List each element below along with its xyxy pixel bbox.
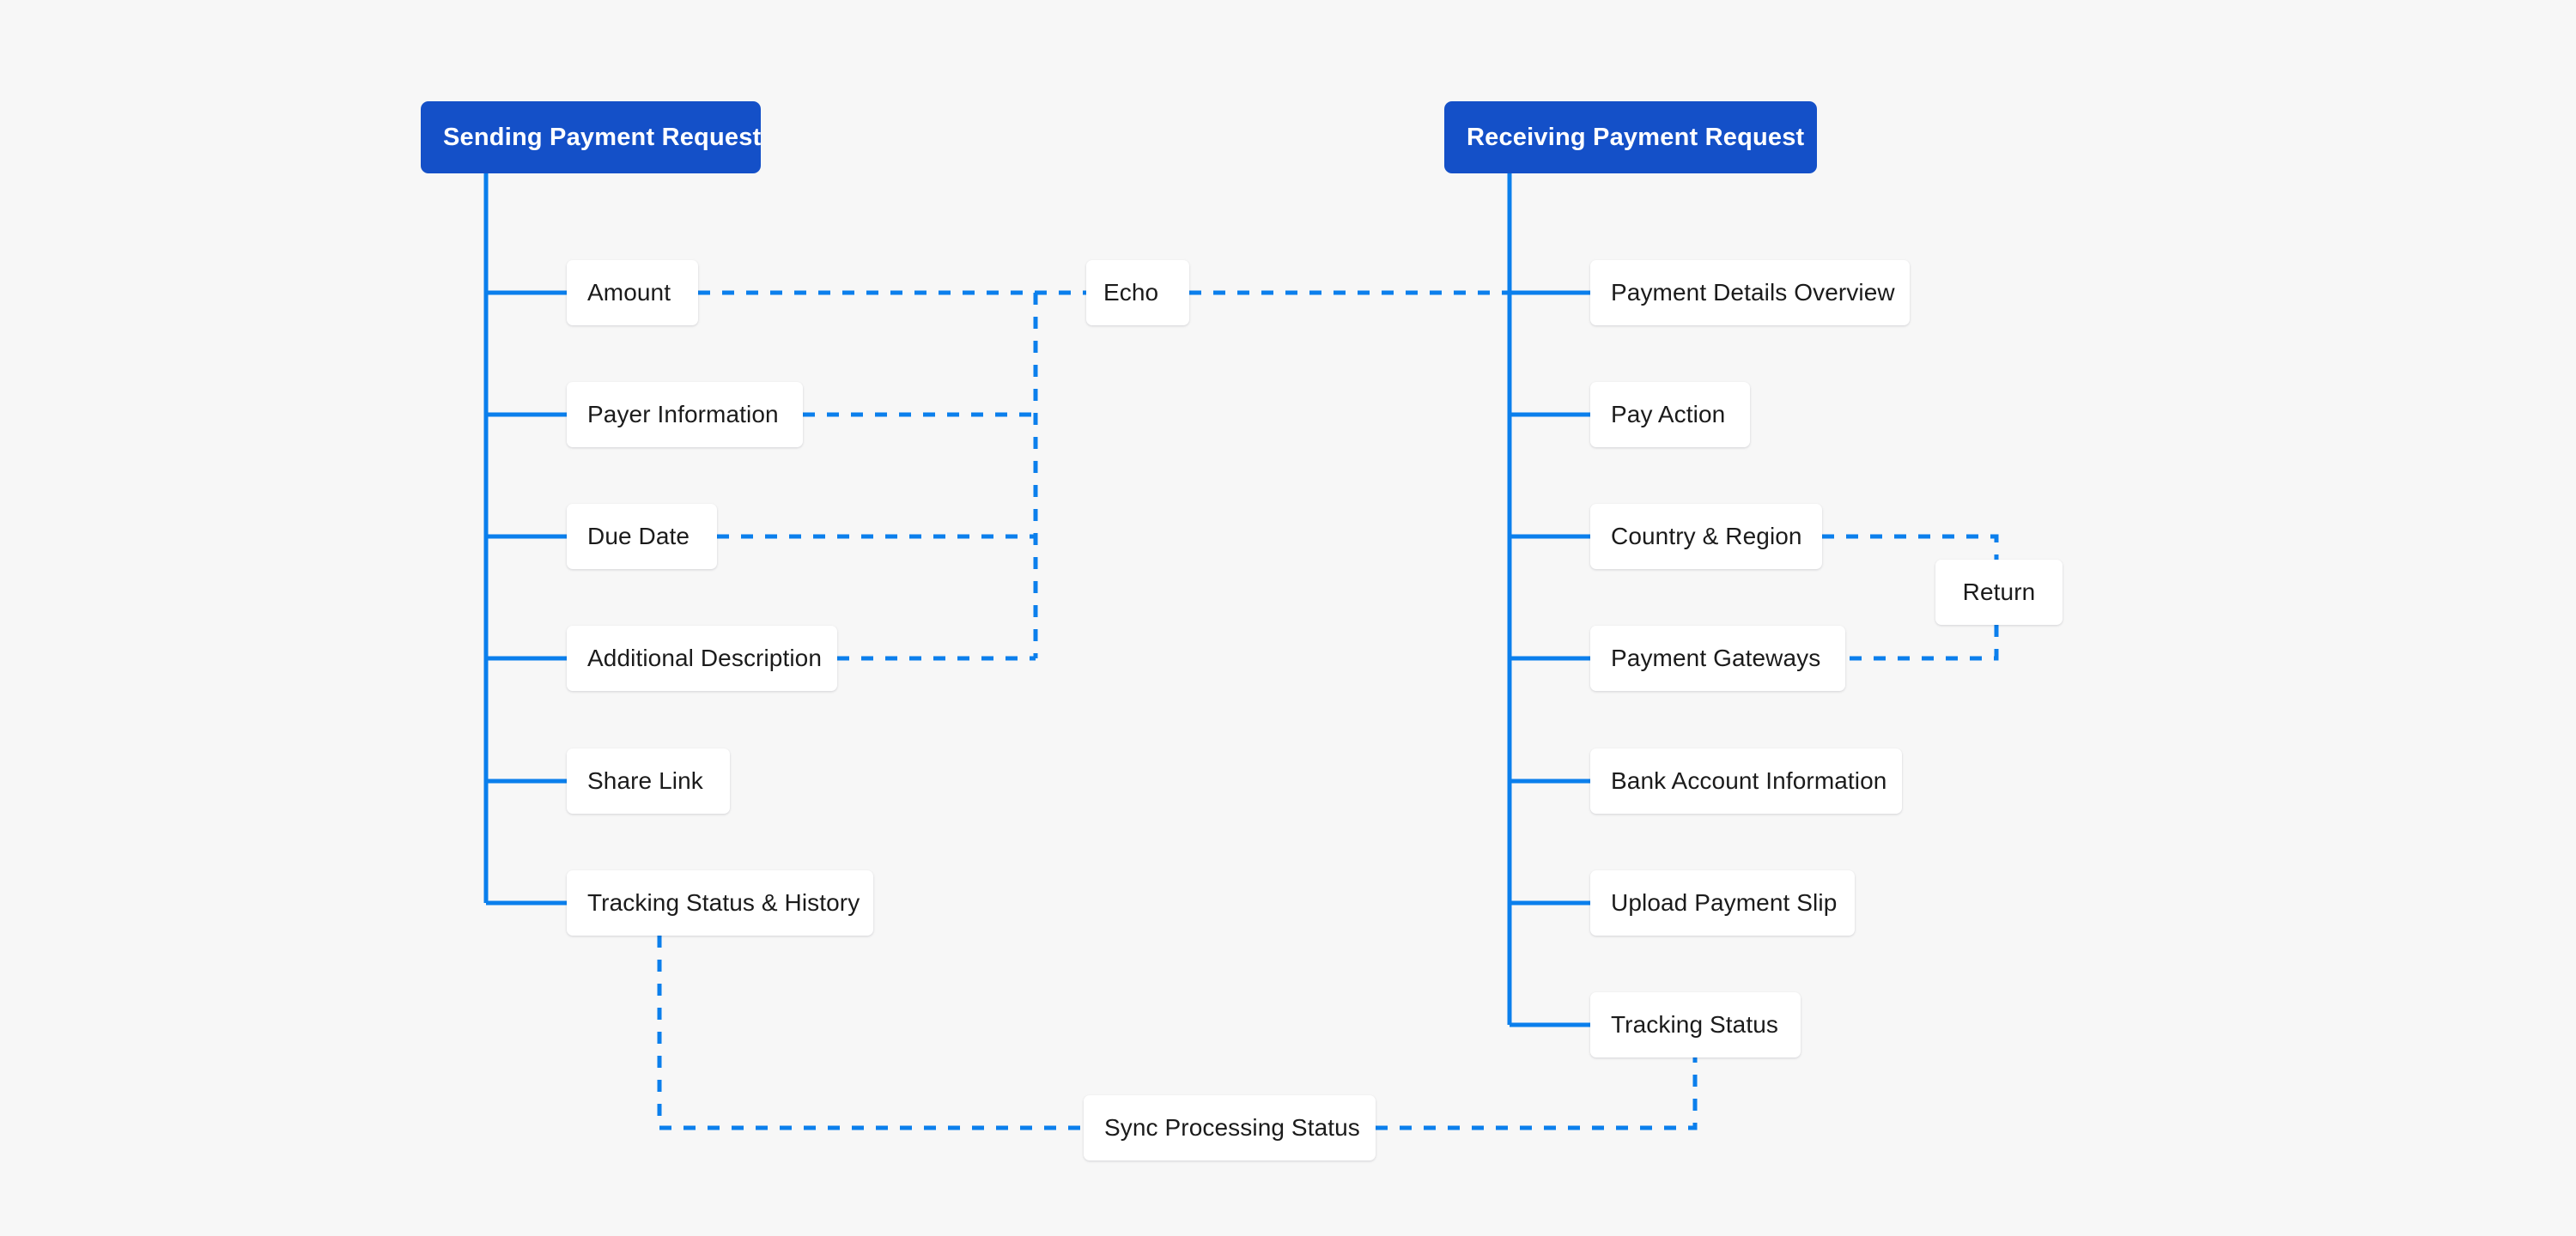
node-due-date-label: Due Date [587,523,690,550]
node-payer-information-label: Payer Information [587,401,779,428]
node-amount[interactable]: Amount [567,260,698,325]
node-bank-account-information[interactable]: Bank Account Information [1590,748,1902,814]
node-payment-details-overview[interactable]: Payment Details Overview [1590,260,1910,325]
node-amount-label: Amount [587,279,671,306]
root-node-sending[interactable]: Sending Payment Request [421,101,761,173]
connector-dashed-return-to-payment-gateways [1845,625,1999,661]
node-due-date[interactable]: Due Date [567,504,717,569]
node-tracking-status-label: Tracking Status [1611,1011,1778,1039]
connector-dashed-tracking-history-to-sync [657,936,1084,1130]
node-payer-information[interactable]: Payer Information [567,382,803,447]
node-country-region[interactable]: Country & Region [1590,504,1822,569]
connector-dashed-country-region-to-return [1822,534,1999,560]
node-upload-payment-slip-label: Upload Payment Slip [1611,889,1838,917]
node-share-link-label: Share Link [587,767,703,795]
node-payment-gateways[interactable]: Payment Gateways [1590,626,1845,691]
node-country-region-label: Country & Region [1611,523,1802,550]
root-node-receiving[interactable]: Receiving Payment Request [1444,101,1817,173]
node-echo-label: Echo [1103,279,1159,306]
connector-dashed-sync-to-tracking-status [1376,1057,1698,1130]
node-echo[interactable]: Echo [1086,260,1189,325]
node-return[interactable]: Return [1935,560,2063,625]
root-node-sending-label: Sending Payment Request [443,123,762,151]
node-pay-action-label: Pay Action [1611,401,1726,428]
node-additional-description-label: Additional Description [587,645,823,672]
node-payment-details-overview-label: Payment Details Overview [1611,279,1895,306]
node-additional-description[interactable]: Additional Description [567,626,837,691]
node-pay-action[interactable]: Pay Action [1590,382,1750,447]
node-tracking-status-history[interactable]: Tracking Status & History [567,870,873,936]
node-sync-processing-status[interactable]: Sync Processing Status [1084,1095,1376,1160]
node-tracking-status[interactable]: Tracking Status [1590,992,1801,1057]
node-share-link[interactable]: Share Link [567,748,730,814]
node-sync-processing-status-label: Sync Processing Status [1104,1114,1360,1142]
root-node-receiving-label: Receiving Payment Request [1467,123,1805,151]
node-payment-gateways-label: Payment Gateways [1611,645,1821,672]
node-return-label: Return [1962,579,2036,606]
node-bank-account-information-label: Bank Account Information [1611,767,1887,795]
node-tracking-status-history-label: Tracking Status & History [587,889,860,917]
node-upload-payment-slip[interactable]: Upload Payment Slip [1590,870,1855,936]
